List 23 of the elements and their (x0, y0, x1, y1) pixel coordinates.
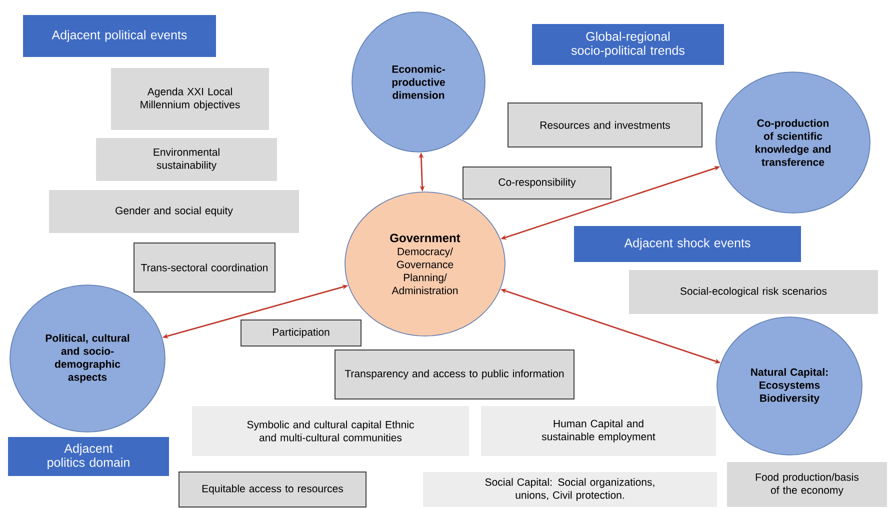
text-box: Gender and social equity (49, 190, 299, 233)
circle-node: Government Democracy/ Governance Planning/ Administration (344, 192, 506, 336)
text-box: Resources and investments (508, 102, 702, 148)
text-box: Adjacent political events (23, 15, 216, 57)
text-box: Adjacent politics domain (8, 436, 169, 476)
text-box: Social-ecological risk scenarios (629, 270, 878, 314)
text-box: Symbolic and cultural capital Ethnic and multi-cultural communities (192, 406, 469, 456)
circle-node: Economic-productive dimension (352, 12, 486, 152)
circle-node: Co-production of scientific knowledge and transference (716, 72, 870, 214)
text-box: Participation (240, 320, 362, 346)
text-box: Transparency and access to public information (334, 349, 574, 400)
text-box: Global-regional socio-political trends (532, 24, 724, 65)
text-box: Agenda XXI Local Millennium objectives (111, 68, 269, 130)
circle-node: Political, cultural and socio-demographic aspects (10, 284, 166, 432)
text-box: Adjacent shock events (574, 226, 801, 262)
text-box: Environmental sustainability (96, 138, 277, 181)
text-box: Food production/basis of the economy (727, 462, 887, 507)
text-box: Social Capital: Social organizations, unions, Civil protection. (423, 472, 717, 507)
text-box: Co-responsibility (462, 166, 612, 200)
text-box: Trans-sectoral coordination (134, 242, 276, 292)
text-box: Equitable access to resources (178, 471, 366, 508)
text-box: Human Capital and sustainable employment (481, 406, 716, 456)
circle-node: Natural Capital: Ecosystems Biodiversity (716, 316, 862, 456)
